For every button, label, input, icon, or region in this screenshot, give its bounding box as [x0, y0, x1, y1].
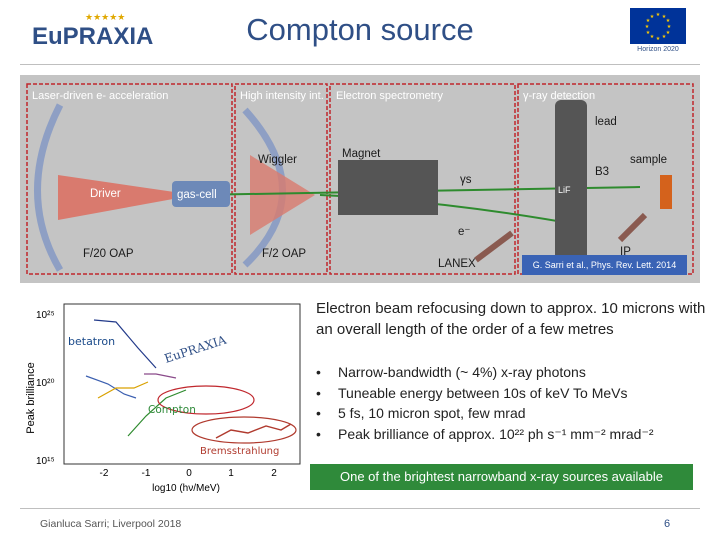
compton-annotation: Compton [148, 404, 196, 416]
gammas-label: γs [460, 174, 472, 186]
svg-text:★: ★ [656, 12, 661, 18]
y-tick-label: 10¹⁵ [36, 456, 55, 467]
svg-text:★: ★ [662, 34, 667, 40]
y-tick-label: 10²⁵ [36, 310, 55, 321]
highlight-banner: One of the brightest narrowband x-ray so… [310, 464, 693, 490]
svg-text:★: ★ [662, 14, 667, 20]
citation-label: G. Sarri et al., Phys. Rev. Lett. 2014 [522, 255, 687, 275]
list-item: 5 fs, 10 micron spot, few mrad [316, 403, 716, 424]
ip-label: IP [620, 246, 631, 258]
list-item: Peak brilliance of approx. 10²² ph s⁻¹ m… [316, 424, 716, 445]
svg-text:★: ★ [656, 36, 661, 42]
bremsstrahlung-annotation: Bremsstrahlung [200, 446, 279, 457]
x-tick-label: 1 [228, 468, 234, 479]
driver-label: Driver [90, 188, 121, 200]
eupraxia-logo: ★★★★★ EuPRAXIA [30, 8, 160, 50]
feature-list: Narrow-bandwidth (~ 4%) x-ray photons Tu… [316, 362, 716, 444]
lif-label: LiF [558, 185, 571, 195]
header-divider [20, 64, 700, 65]
x-tick-label: -1 [142, 468, 151, 479]
svg-text:★: ★ [646, 30, 651, 36]
page-number: 6 [664, 518, 671, 530]
footer-author: Gianluca Sarri; Liverpool 2018 [40, 518, 182, 530]
svg-text:★: ★ [646, 18, 651, 24]
description-text: Electron beam refocusing down to approx.… [316, 300, 706, 338]
lead-label: lead [595, 116, 617, 128]
lanex-label: LANEX [438, 258, 476, 270]
svg-text:★: ★ [650, 34, 655, 40]
svg-text:★: ★ [650, 14, 655, 20]
f2-oap-label: F/2 OAP [262, 248, 306, 260]
svg-text:★: ★ [645, 24, 650, 30]
slide-title: Compton source [246, 12, 474, 47]
panel-label-interaction: High intensity int. [240, 90, 324, 102]
svg-text:★: ★ [666, 18, 671, 24]
gas-cell-label: gas-cell [177, 189, 217, 201]
x-tick-label: 2 [271, 468, 277, 479]
panel-label-acceleration: Laser-driven e- acceleration [32, 90, 168, 102]
f20-oap-label: F/20 OAP [83, 248, 134, 260]
svg-text:★: ★ [667, 24, 672, 30]
logo-wordmark: EuPRAXIA [32, 23, 153, 50]
b3-label: B3 [595, 166, 609, 178]
eu-flag-icon: ★★★★ ★★★★ ★★★★ [630, 8, 686, 44]
svg-text:★: ★ [666, 30, 671, 36]
panel-label-detection: γ-ray detection [523, 90, 595, 102]
footer-divider [20, 508, 700, 509]
x-tick-label: -2 [100, 468, 109, 479]
sample-label: sample [630, 154, 667, 166]
y-axis-label: Peak brilliance [25, 362, 37, 434]
eupraxia-annotation: EuPRAXIA [163, 333, 229, 366]
x-tick-label: 0 [186, 468, 192, 479]
electron-label: e⁻ [458, 226, 470, 238]
magnet-label: Magnet [342, 148, 381, 160]
betatron-annotation: betatron [68, 335, 115, 348]
horizon-2020-caption: Horizon 2020 [637, 46, 679, 53]
svg-text:★★★★★: ★★★★★ [85, 13, 125, 23]
panel-label-spectrometry: Electron spectrometry [336, 90, 443, 102]
x-axis-label: log10 (hν/MeV) [152, 483, 220, 494]
wiggler-label: Wiggler [258, 154, 297, 166]
list-item: Narrow-bandwidth (~ 4%) x-ray photons [316, 362, 716, 383]
experimental-setup-figure: Laser-driven e- acceleration High intens… [20, 75, 700, 283]
list-item: Tuneable energy between 10s of keV To Me… [316, 383, 716, 404]
brilliance-plot: Peak brilliance 10²⁵ 10²⁰ 10¹⁵ -2 -1 0 1… [16, 298, 306, 498]
y-tick-label: 10²⁰ [36, 378, 54, 389]
